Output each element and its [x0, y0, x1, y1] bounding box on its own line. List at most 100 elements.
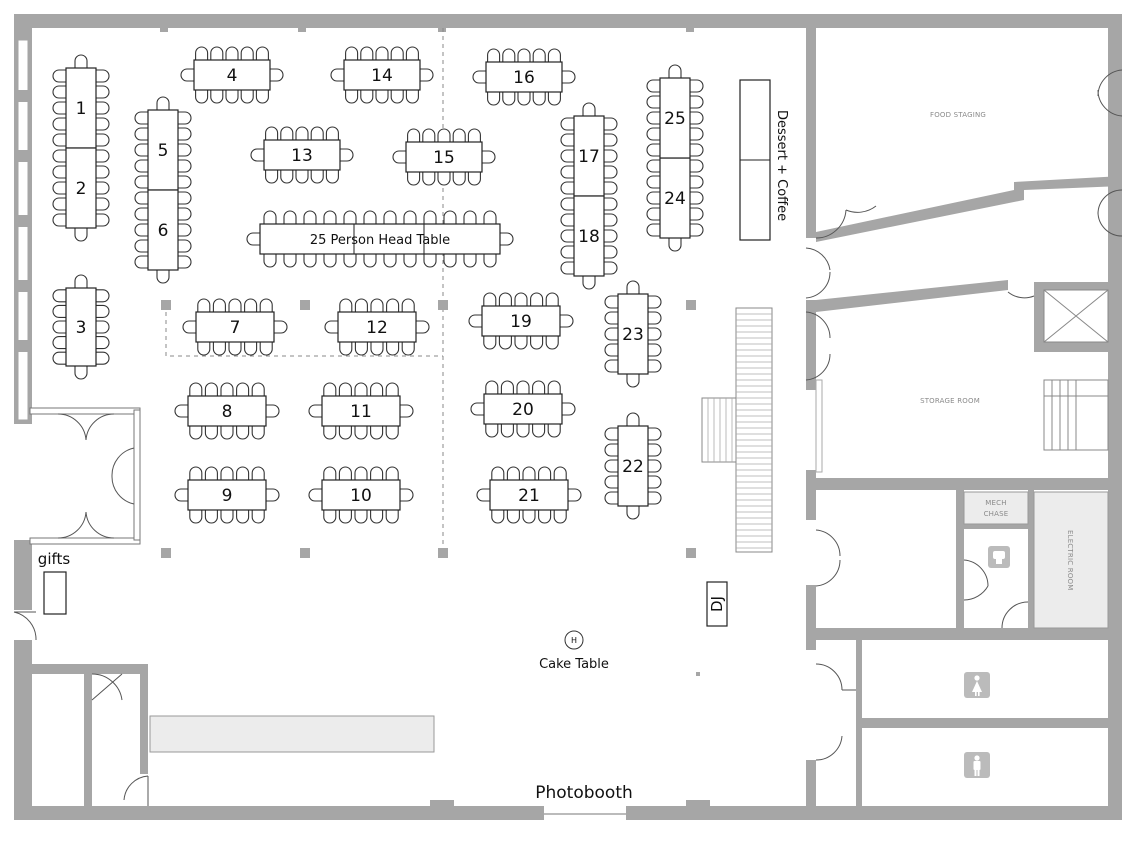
- chair-icon: [516, 424, 530, 438]
- table-12[interactable]: 12: [324, 298, 430, 356]
- chair-icon: [385, 510, 399, 524]
- chair-icon: [266, 404, 280, 418]
- table-number: 9: [222, 486, 233, 506]
- table-21[interactable]: 21: [476, 466, 582, 524]
- table-24[interactable]: 24: [646, 157, 704, 252]
- chair-icon: [259, 342, 273, 356]
- chair-icon: [236, 466, 250, 480]
- chair-icon: [325, 170, 339, 184]
- chair-icon: [52, 197, 66, 211]
- chair-icon: [96, 165, 110, 179]
- cake-table[interactable]: H Cake Table: [539, 630, 609, 672]
- chair-icon: [562, 402, 576, 416]
- dessert-station[interactable]: Dessert + Coffee: [739, 79, 789, 241]
- chair-icon: [308, 404, 322, 418]
- table-25[interactable]: 25: [646, 64, 704, 159]
- fixtures: [149, 289, 1109, 815]
- table-4[interactable]: 4: [180, 46, 284, 104]
- table-3[interactable]: 3: [52, 274, 110, 380]
- table-number: 20: [512, 400, 534, 420]
- chair-icon: [354, 426, 368, 440]
- table-16[interactable]: 16: [472, 48, 576, 106]
- table-22[interactable]: 22: [604, 412, 662, 520]
- chair-icon: [443, 254, 457, 268]
- chair-icon: [370, 382, 384, 396]
- gifts-table[interactable]: gifts: [38, 550, 71, 615]
- chair-icon: [560, 213, 574, 227]
- chair-icon: [370, 298, 384, 312]
- table-7[interactable]: 7: [182, 298, 288, 356]
- chair-icon: [308, 488, 322, 502]
- head-table[interactable]: 25 Person Head Table: [246, 210, 514, 268]
- mech-chase-label-1: MECH: [985, 499, 1006, 507]
- chair-icon: [134, 255, 148, 269]
- table-top: [187, 395, 267, 427]
- dessert-label: Dessert + Coffee: [774, 110, 789, 221]
- chair-icon: [324, 320, 338, 334]
- chair-icon: [52, 69, 66, 83]
- table-19[interactable]: 19: [468, 292, 574, 350]
- table-number: 16: [513, 68, 535, 88]
- table-number: 23: [622, 325, 644, 345]
- chair-icon: [646, 127, 660, 141]
- chair-icon: [648, 459, 662, 473]
- chair-icon: [74, 274, 88, 288]
- chair-icon: [323, 254, 337, 268]
- chair-icon: [303, 254, 317, 268]
- chair-icon: [483, 210, 497, 224]
- chair-icon: [668, 238, 682, 252]
- chair-icon: [134, 239, 148, 253]
- chair-icon: [259, 298, 273, 312]
- chair-icon: [604, 343, 618, 357]
- chair-icon: [255, 46, 269, 60]
- chair-icon: [690, 79, 704, 93]
- chair-icon: [648, 443, 662, 457]
- chair-icon: [604, 149, 618, 163]
- table-18[interactable]: 18: [560, 195, 618, 290]
- table-8[interactable]: 8: [174, 382, 280, 440]
- table-1[interactable]: 1: [52, 54, 110, 149]
- chair-icon: [236, 510, 250, 524]
- chair-icon: [134, 111, 148, 125]
- chair-icon: [648, 295, 662, 309]
- table-top: [481, 305, 561, 337]
- table-top: [321, 479, 401, 511]
- table-5[interactable]: 5: [134, 96, 192, 191]
- chair-icon: [604, 311, 618, 325]
- chair-icon: [323, 382, 337, 396]
- chair-icon: [134, 175, 148, 189]
- food-staging-label: FOOD STAGING: [930, 111, 986, 119]
- table-13[interactable]: 13: [250, 126, 354, 184]
- men-restroom-icon: [964, 752, 990, 778]
- chair-icon: [263, 254, 277, 268]
- chair-icon: [530, 336, 544, 350]
- chair-icon: [283, 210, 297, 224]
- table-number: 25: [664, 109, 686, 129]
- table-11[interactable]: 11: [308, 382, 414, 440]
- table-9[interactable]: 9: [174, 466, 280, 524]
- chair-icon: [283, 254, 297, 268]
- chair-icon: [483, 336, 497, 350]
- table-2[interactable]: 2: [52, 147, 110, 242]
- chair-icon: [240, 90, 254, 104]
- chair-icon: [386, 298, 400, 312]
- chair-icon: [52, 181, 66, 195]
- table-20[interactable]: 20: [470, 380, 576, 438]
- chair-icon: [240, 46, 254, 60]
- table-15[interactable]: 15: [392, 128, 496, 186]
- chair-icon: [646, 95, 660, 109]
- table-23[interactable]: 23: [604, 280, 662, 388]
- table-14[interactable]: 14: [330, 46, 434, 104]
- chair-icon: [646, 79, 660, 93]
- chair-icon: [204, 510, 218, 524]
- chair-icon: [604, 443, 618, 457]
- table-6[interactable]: 6: [134, 189, 192, 284]
- dj-booth[interactable]: DJ: [706, 581, 728, 627]
- chair-icon: [338, 510, 352, 524]
- chair-icon: [392, 150, 406, 164]
- table-10[interactable]: 10: [308, 466, 414, 524]
- table-17[interactable]: 17: [560, 102, 618, 197]
- chair-icon: [225, 90, 239, 104]
- table-top: [485, 61, 563, 93]
